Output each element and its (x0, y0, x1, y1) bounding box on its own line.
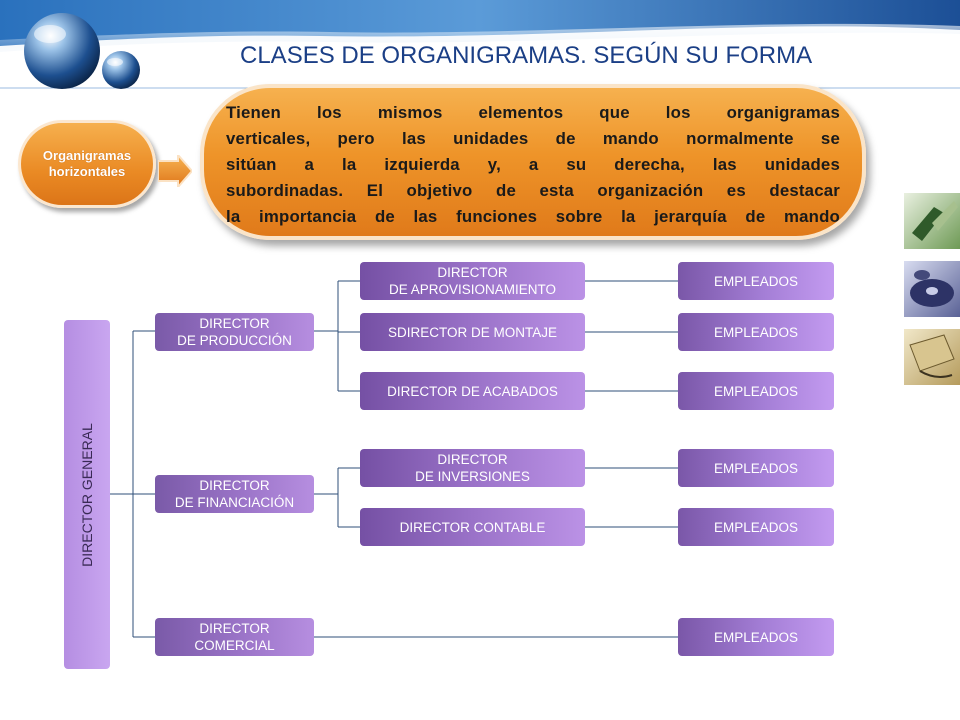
node-line: DIRECTOR (437, 265, 508, 280)
green-tools-icon (904, 193, 960, 249)
slide-title: CLASES DE ORGANIGRAMAS. SEGÚN SU FORMA (240, 42, 813, 69)
node-line: DIRECTOR (199, 621, 270, 636)
description-box (200, 84, 866, 240)
node-line: DIRECTOR (199, 478, 270, 493)
director-general-label: DIRECTOR GENERAL (79, 422, 95, 567)
node-line: EMPLEADOS (713, 273, 799, 289)
node-line: DIRECTOR (199, 316, 270, 331)
description-line: Tienen los mismos elementos que los orga… (226, 103, 840, 122)
node-line: EMPLEADOS (713, 519, 799, 535)
tan-folder-icon (904, 329, 960, 385)
empleados-node: EMPLEADOS (678, 372, 834, 410)
director-financiacion-node: DIRECTOR DE FINANCIACIÓN (155, 475, 314, 513)
node-line: EMPLEADOS (713, 324, 799, 340)
empleados-node: EMPLEADOS (678, 262, 834, 300)
node-line: DIRECTOR (437, 452, 508, 467)
description-line: verticales, pero las unidades de mando n… (226, 129, 840, 148)
callout-label-line1: Organigramas (42, 148, 132, 163)
arrow-right-icon (158, 155, 192, 187)
node-line: DE INVERSIONES (415, 469, 530, 484)
node-line: DE PRODUCCIÓN (177, 333, 292, 348)
node-line: DE FINANCIACIÓN (174, 495, 295, 510)
node-line: DIRECTOR CONTABLE (399, 519, 546, 535)
empleados-node: EMPLEADOS (678, 449, 834, 487)
empleados-node: EMPLEADOS (678, 618, 834, 656)
node-line: SDIRECTOR DE MONTAJE (387, 324, 557, 340)
director-montaje-node: SDIRECTOR DE MONTAJE (360, 313, 585, 351)
empleados-node: EMPLEADOS (678, 313, 834, 351)
globe-bubble-icon (24, 13, 100, 89)
blue-disc-icon (904, 261, 960, 317)
director-general-node: DIRECTOR GENERAL (64, 320, 110, 669)
director-comercial-node: DIRECTOR COMERCIAL (155, 618, 314, 656)
director-aprovisionamiento-node: DIRECTOR DE APROVISIONAMIENTO (360, 262, 585, 300)
node-line: EMPLEADOS (713, 383, 799, 399)
director-inversiones-node: DIRECTOR DE INVERSIONES (360, 449, 585, 487)
description-line: la importancia de las funciones sobre la… (226, 207, 840, 226)
node-line: EMPLEADOS (713, 460, 799, 476)
description-text: Tienen los mismos elementos que los orga… (226, 100, 840, 230)
description-line: subordinadas. El objetivo de esta organi… (226, 181, 840, 200)
director-contable-node: DIRECTOR CONTABLE (360, 508, 585, 546)
callout-label-line2: horizontales (48, 164, 126, 179)
description-line: sitúan a la izquierda y, a su derecha, l… (226, 155, 840, 174)
small-bubble-icon (102, 51, 140, 89)
header-band (0, 0, 960, 98)
node-line: COMERCIAL (194, 638, 275, 653)
empleados-node: EMPLEADOS (678, 508, 834, 546)
organigramas-horizontales-callout: Organigramas horizontales (18, 120, 156, 208)
director-acabados-node: DIRECTOR DE ACABADOS (360, 372, 585, 410)
node-line: DIRECTOR DE ACABADOS (387, 383, 558, 399)
director-produccion-node: DIRECTOR DE PRODUCCIÓN (155, 313, 314, 351)
node-line: DE APROVISIONAMIENTO (388, 282, 557, 297)
node-line: EMPLEADOS (713, 629, 799, 645)
